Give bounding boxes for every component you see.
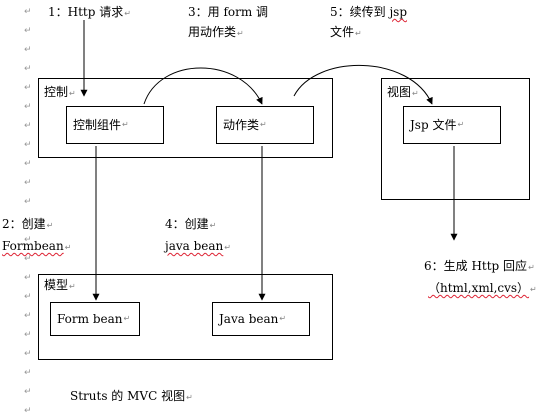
paragraph-mark: ↵ [24, 45, 32, 55]
paragraph-marks: ↵ ↵ ↵ ↵ ↵ ↵ ↵ ↵ ↵ ↵ ↵ ↵ ↵ ↵ ↵ ↵ ↵ ↵ ↵ ↵ ↵ ↵ [24, 0, 34, 416]
java-bean-node: Java bean↵ [212, 302, 310, 336]
action-class-node: 动作类↵ [216, 106, 314, 144]
paragraph-mark: ↵ [24, 83, 32, 93]
model-group-label: 模型↵ [44, 278, 76, 292]
paragraph-mark: ↵ [24, 273, 32, 283]
jsp-file-node: Jsp 文件↵ [403, 106, 501, 144]
paragraph-mark: ↵ [24, 368, 32, 378]
model-group [38, 274, 333, 360]
paragraph-mark: ↵ [24, 406, 32, 416]
paragraph-mark: ↵ [24, 216, 32, 226]
paragraph-mark: ↵ [24, 7, 32, 17]
step-1-label: 1：Http 请求↵ [48, 5, 131, 19]
diagram-caption: Struts 的 MVC 视图↵ [70, 389, 193, 403]
step-2-label: 2：创建↵ Formbean↵ [2, 217, 72, 253]
step-3-label: 3：用 form 调 用动作类↵ [188, 5, 269, 39]
controller-group-label: 控制↵ [44, 85, 76, 99]
step-6-label: 6：生成 Http 回应↵ （html,xml,cvs）↵ [424, 259, 537, 295]
controller-component-node: 控制组件↵ [66, 106, 164, 144]
paragraph-mark: ↵ [24, 292, 32, 302]
paragraph-mark: ↵ [24, 159, 32, 169]
paragraph-mark: ↵ [24, 349, 32, 359]
paragraph-mark: ↵ [24, 140, 32, 150]
paragraph-mark: ↵ [24, 254, 32, 264]
form-bean-node: Form bean↵ [50, 302, 140, 336]
paragraph-mark: ↵ [24, 178, 32, 188]
step-5-label: 5：续传到 jsp 文件↵ [330, 5, 408, 39]
view-group [381, 78, 530, 200]
view-group-label: 视图↵ [387, 85, 419, 99]
paragraph-mark: ↵ [24, 121, 32, 131]
step-4-label: 4：创建↵ java bean↵ [165, 217, 231, 253]
paragraph-mark: ↵ [24, 235, 32, 245]
paragraph-mark: ↵ [24, 311, 32, 321]
paragraph-mark: ↵ [24, 102, 32, 112]
paragraph-mark: ↵ [24, 64, 32, 74]
paragraph-mark: ↵ [24, 26, 32, 36]
paragraph-mark: ↵ [24, 197, 32, 207]
paragraph-mark: ↵ [24, 387, 32, 397]
paragraph-mark: ↵ [24, 330, 32, 340]
